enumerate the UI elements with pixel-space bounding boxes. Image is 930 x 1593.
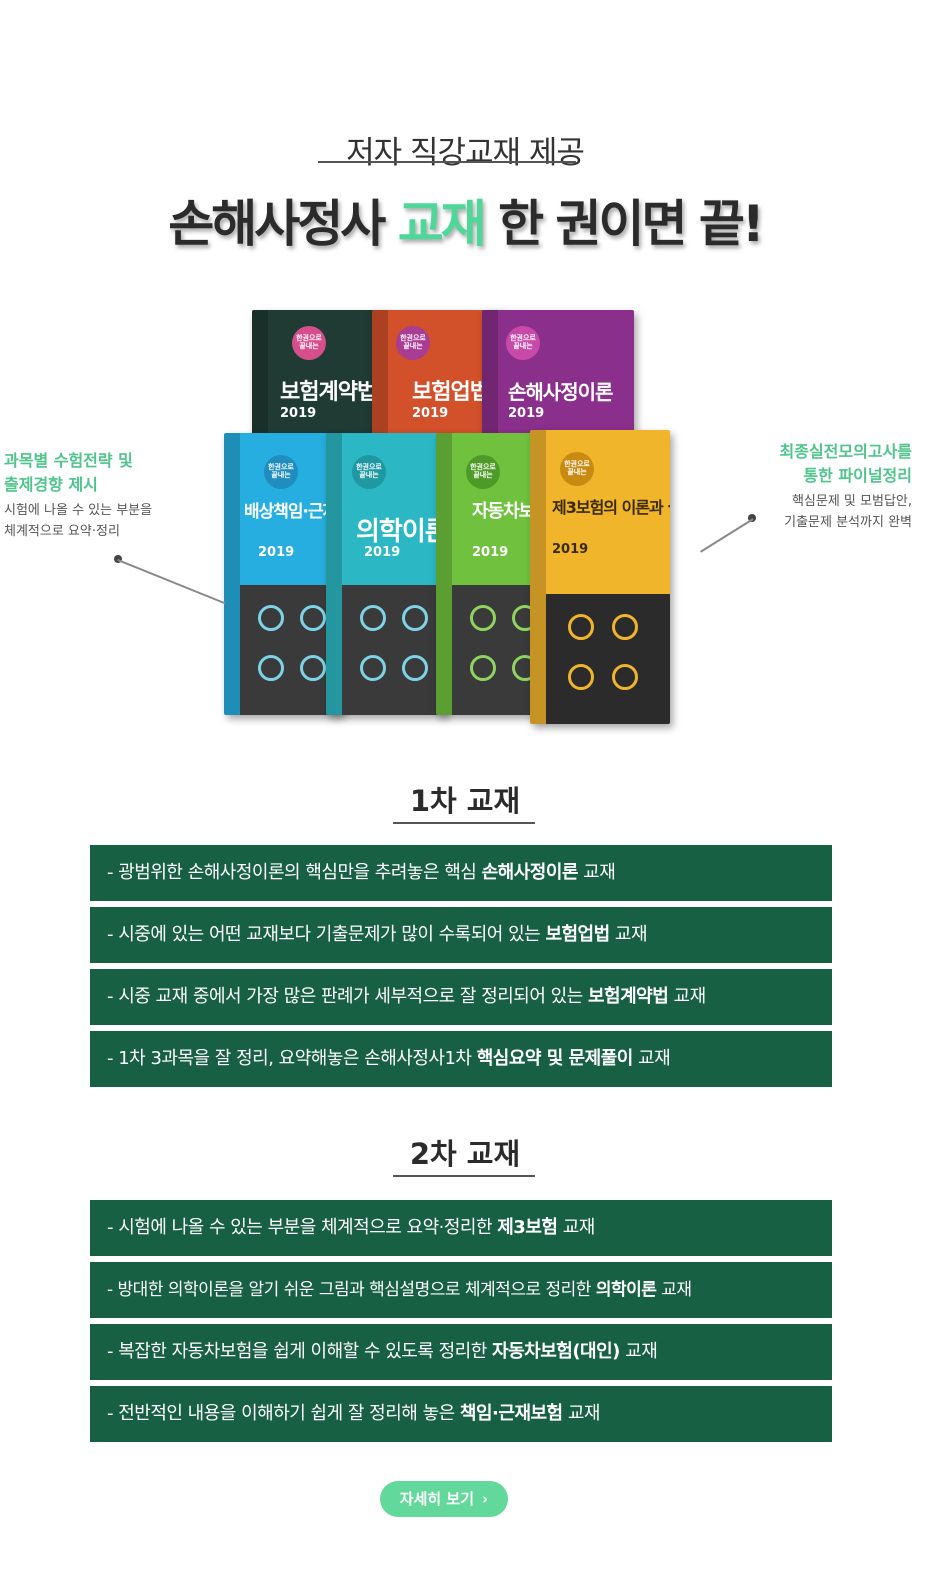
book-year: 2019 — [280, 406, 317, 421]
book-title: 제3보험의 이론과 실무 — [552, 498, 670, 517]
feature-bold: 보험계약법 — [588, 986, 669, 1007]
feature-bold: 의학이론 — [595, 1280, 657, 1300]
feature-bold: 핵심요약 및 문제풀이 — [476, 1048, 634, 1069]
callout-right-heading-2: 통한 파이널정리 — [803, 466, 912, 485]
feature-bar: - 광범위한 손해사정이론의 핵심만을 추려놓은 핵심 손해사정이론 교재 — [90, 845, 832, 901]
feature-bold: 손해사정이론 — [481, 862, 579, 883]
book-badge: 한권으로 끝내는 — [352, 455, 386, 489]
book-year: 2019 — [412, 406, 449, 421]
book-year: 2019 — [472, 545, 509, 560]
headline-highlight: 교재 — [397, 195, 487, 253]
callout-right-heading-1: 최종실전모의고사를 — [779, 442, 912, 461]
feature-bar: - 시중에 있는 어떤 교재보다 기출문제가 많이 수록되어 있는 보험업법 교… — [90, 907, 832, 963]
feature-bar: - 1차 3과목을 잘 정리, 요약해놓은 손해사정사1차 핵심요약 및 문제풀… — [90, 1031, 832, 1087]
book-badge: 한권으로 끝내는 — [560, 452, 594, 486]
feature-bold: 제3보험 — [497, 1217, 558, 1238]
callout-left-heading-1: 과목별 수험전략 및 — [4, 451, 133, 470]
headline-part-1: 손해사정사 — [168, 195, 398, 253]
book-illustration — [342, 585, 446, 715]
section-1-title: 1차 교재 — [409, 784, 521, 818]
section-1-underline — [393, 822, 535, 824]
feature-bar: - 방대한 의학이론을 알기 쉬운 그림과 핵심설명으로 체계적으로 정리한 의… — [90, 1262, 832, 1318]
book-badge: 한권으로 끝내는 — [466, 455, 500, 489]
book-illustration — [546, 594, 670, 724]
callout-right: 최종실전모의고사를 통한 파이널정리 핵심문제 및 모범답안, 기출문제 분석까… — [692, 440, 912, 533]
book-title: 손해사정이론 — [508, 380, 613, 404]
book-cover: 한권으로 끝내는 배상책임·근재보험 2019 — [224, 433, 342, 715]
page-subtitle: 저자 직강교재 제공 — [346, 135, 585, 171]
book-badge: 한권으로 끝내는 — [396, 326, 430, 360]
callout-right-sub-2: 기출문제 분석까지 완벽 — [784, 515, 912, 530]
book-badge: 한권으로 끝내는 — [264, 455, 298, 489]
more-details-button[interactable]: 자세히 보기 › — [380, 1481, 508, 1517]
more-details-label: 자세히 보기 — [399, 1490, 475, 1508]
book-stack-image: 한권으로 끝내는 보험계약법 2019 한권으로 끝내는 보험업법 2019 한… — [210, 300, 670, 730]
book-cover: 한권으로 끝내는 의학이론 2019 — [326, 433, 446, 715]
callout-left: 과목별 수험전략 및 출제경향 제시 시험에 나올 수 있는 부분을 체계적으로… — [4, 449, 204, 542]
callout-left-heading-2: 출제경향 제시 — [4, 475, 98, 494]
section-2-title: 2차 교재 — [409, 1137, 521, 1171]
subtitle-underline — [318, 161, 576, 163]
book-illustration — [240, 585, 342, 715]
callout-right-sub-1: 핵심문제 및 모범답안, — [791, 494, 912, 509]
feature-bold: 자동차보험(대인) — [492, 1341, 620, 1362]
book-year: 2019 — [258, 545, 295, 560]
page-headline: 손해사정사 교재 한 권이면 끝! — [0, 184, 930, 256]
chevron-right-icon: › — [482, 1490, 489, 1508]
book-year: 2019 — [508, 406, 545, 421]
book-title: 보험계약법 — [280, 380, 377, 405]
feature-bar: - 복잡한 자동차보험을 쉽게 이해할 수 있도록 정리한 자동차보험(대인) … — [90, 1324, 832, 1380]
headline-part-2: 한 권이면 끝! — [483, 195, 765, 253]
book-year: 2019 — [552, 542, 589, 557]
callout-left-sub-1: 시험에 나올 수 있는 부분을 — [4, 503, 153, 518]
feature-bar: - 시중 교재 중에서 가장 많은 판례가 세부적으로 잘 정리되어 있는 보험… — [90, 969, 832, 1025]
book-title: 의학이론 — [356, 517, 446, 547]
book-year: 2019 — [364, 545, 401, 560]
callout-left-sub-2: 체계적으로 요약·정리 — [4, 524, 120, 539]
book-title: 배상책임·근재보험 — [244, 502, 342, 522]
book-badge: 한권으로 끝내는 — [292, 326, 326, 360]
feature-bar: - 전반적인 내용을 이해하기 쉽게 잘 정리해 놓은 책임·근재보험 교재 — [90, 1386, 832, 1442]
feature-bold: 보험업법 — [545, 924, 610, 945]
callout-right-dot — [748, 514, 756, 522]
book-title: 보험업법 — [412, 380, 490, 405]
feature-bold: 책임·근재보험 — [459, 1403, 563, 1424]
book-cover: 한권으로 끝내는 제3보험의 이론과 실무 2019 — [530, 430, 670, 724]
book-badge: 한권으로 끝내는 — [506, 326, 540, 360]
feature-bar: - 시험에 나올 수 있는 부분을 체계적으로 요약·정리한 제3보험 교재 — [90, 1200, 832, 1256]
section-2-underline — [393, 1175, 535, 1177]
